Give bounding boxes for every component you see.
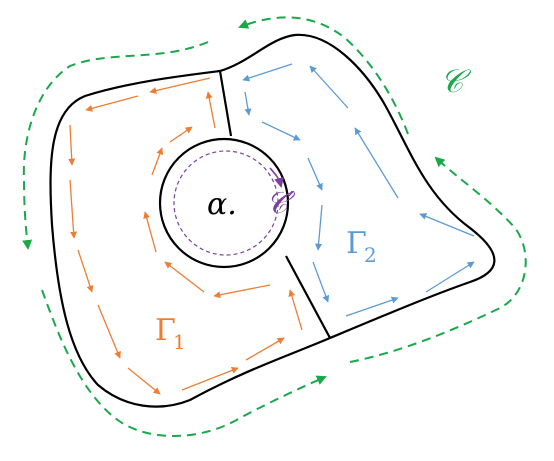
- region1-arrow: [143, 211, 157, 253]
- region2-arrow: [419, 213, 475, 237]
- region1-arrow: [213, 284, 271, 299]
- region-1-label: Γ 1: [155, 313, 186, 354]
- region1-arrow: [169, 126, 193, 143]
- region-2-label-main: Γ: [346, 226, 367, 261]
- region1-arrow: [164, 261, 205, 293]
- outer-contour-label: 𝒞: [440, 62, 472, 100]
- region-2-flow-arrows: [242, 63, 475, 317]
- region-2-label-sub: 2: [364, 243, 377, 267]
- region2-arrow: [425, 261, 475, 293]
- inner-dashed-contour: [173, 150, 279, 256]
- outer-boundary: [49, 33, 496, 408]
- point-alpha-label: α.: [207, 187, 237, 222]
- inner-contour-label: 𝒞′: [266, 186, 296, 221]
- region1-arrow: [97, 304, 121, 359]
- region2-arrow: [345, 296, 399, 317]
- inner-circle: [158, 137, 290, 269]
- upper-cut: [218, 70, 233, 137]
- region1-arrow: [77, 249, 94, 293]
- region2-arrow: [312, 261, 330, 303]
- region2-arrow: [315, 204, 323, 251]
- region1-arrow: [149, 77, 211, 94]
- region1-arrow: [85, 95, 139, 112]
- region-2-label: Γ 2: [346, 226, 377, 267]
- region-1-label-sub: 1: [173, 330, 186, 354]
- region-1-label-main: Γ: [155, 313, 176, 348]
- region2-arrow: [309, 65, 349, 109]
- region1-arrow: [127, 367, 161, 395]
- outer-dashed-contour: [22, 16, 527, 437]
- region-1-flow-arrows: [68, 77, 303, 395]
- region1-arrow: [68, 124, 76, 166]
- region2-arrow: [261, 121, 301, 141]
- region1-arrow: [245, 337, 285, 361]
- inner-contour-arrow: [269, 167, 284, 188]
- region1-arrow: [288, 289, 303, 331]
- region2-arrow: [244, 91, 252, 116]
- lower-cut: [285, 255, 331, 339]
- region1-arrow: [181, 367, 239, 391]
- region2-arrow: [307, 157, 323, 191]
- region1-arrow: [205, 91, 216, 129]
- region1-arrow: [151, 147, 164, 176]
- region2-arrow: [242, 63, 293, 82]
- region2-arrow: [354, 127, 399, 199]
- region1-arrow: [69, 179, 78, 239]
